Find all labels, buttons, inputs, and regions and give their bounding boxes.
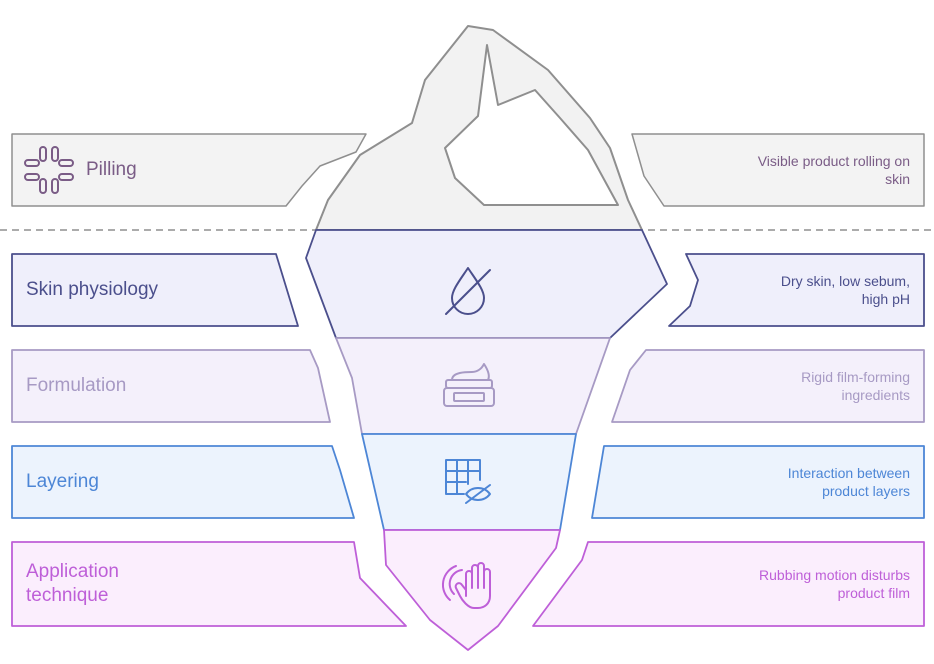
layer-description-pilling: Visible product rolling on skin [757, 153, 910, 187]
layer-description-application: Rubbing motion disturbs product film [759, 567, 910, 601]
left-banner-formulation [11, 349, 331, 423]
layer-label-skin-physiology: Skin physiology [26, 279, 159, 300]
left-banner-pilling [11, 133, 367, 207]
hand-touch-icon [441, 562, 491, 609]
iceberg-section-application [383, 529, 561, 651]
grid-hidden-eye-icon [445, 459, 491, 504]
left-banner-layering [11, 445, 355, 519]
left-banner-skin-physiology [11, 253, 299, 327]
right-banner-application [532, 541, 925, 627]
right-banner-skin-physiology [668, 253, 925, 327]
layer-label-formulation: Formulation [26, 375, 127, 396]
right-banner-pilling [631, 133, 925, 207]
iceberg-section-formulation [335, 337, 611, 435]
layer-description-skin-physiology: Dry skin, low sebum, high pH [780, 273, 910, 307]
iceberg-section-skin-physiology [305, 229, 668, 339]
layer-description-formulation: Rigid film-forming ingredients [801, 369, 910, 403]
right-banner-layering [591, 445, 925, 519]
cream-jar-icon [443, 363, 495, 407]
pilling-grid-icon [24, 146, 74, 194]
iceberg-snow [444, 44, 619, 206]
layer-label-pilling: Pilling [86, 159, 137, 180]
layer-description-layering: Interaction between product layers [787, 465, 910, 499]
layer-label-application: Application technique [26, 561, 119, 606]
right-banner-formulation [611, 349, 925, 423]
crossed-drop-icon [445, 267, 491, 315]
layer-label-layering: Layering [26, 471, 99, 492]
left-banner-application [11, 541, 407, 627]
